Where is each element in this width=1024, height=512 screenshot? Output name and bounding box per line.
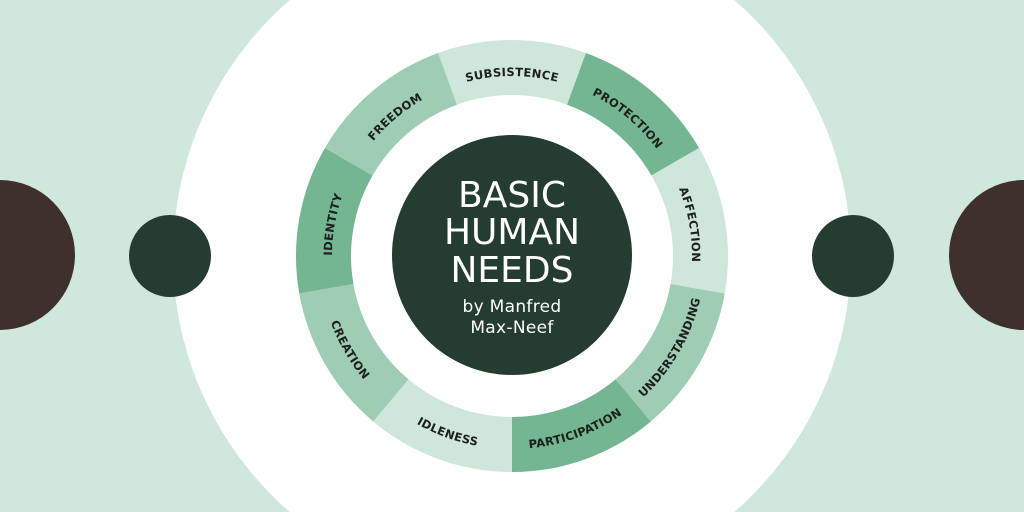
segment-affection: [651, 148, 728, 294]
label-subsistence: SUBSISTENCE: [464, 65, 560, 85]
needs-ring: [296, 39, 728, 472]
title-line-2: HUMAN: [444, 212, 580, 253]
segment-participation: [512, 379, 651, 472]
left-accent-dot: [129, 215, 211, 297]
segment-protection: [567, 53, 700, 176]
left-edge-circle: [0, 180, 75, 330]
right-accent-dot: [812, 215, 894, 297]
segment-identity: [296, 148, 373, 294]
center-title: BASIC HUMAN NEEDS by Manfred Max-Neef: [444, 175, 580, 338]
title-line-3: NEEDS: [451, 250, 574, 291]
right-edge-circle: [949, 180, 1024, 330]
segment-subsistence: [438, 39, 586, 105]
title-line-1: BASIC: [458, 175, 566, 216]
segment-idleness: [373, 379, 512, 472]
byline-line-1: by Manfred: [463, 297, 562, 317]
segment-creation: [299, 283, 409, 422]
segment-understanding: [615, 283, 725, 422]
byline-line-2: Max-Neef: [470, 318, 554, 338]
center-circle: [392, 135, 632, 375]
segment-freedom: [324, 53, 457, 176]
